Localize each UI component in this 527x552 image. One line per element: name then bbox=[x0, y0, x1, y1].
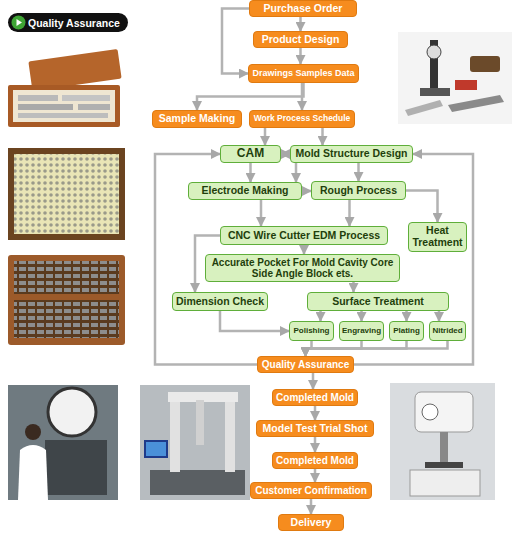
flow-arrow bbox=[321, 128, 324, 145]
flow-arrow bbox=[314, 469, 317, 482]
flow-arrow bbox=[197, 83, 304, 110]
box-label: Sample Making bbox=[159, 113, 235, 125]
stage-box: Completed Mold bbox=[272, 452, 358, 469]
flow-arrow bbox=[299, 17, 302, 31]
pin-gauge-photo bbox=[8, 148, 125, 240]
box-label: Purchase Order bbox=[264, 3, 343, 15]
stage-box: Customer Confirmation bbox=[250, 482, 372, 499]
box-label: Electrode Making bbox=[202, 185, 289, 197]
process-box: CAM bbox=[220, 145, 281, 163]
box-label: Accurate Pocket For Mold Cavity Core Sid… bbox=[208, 257, 397, 279]
flow-arrow bbox=[310, 499, 313, 514]
instrument-photo bbox=[398, 32, 512, 124]
box-label: Polishing bbox=[294, 327, 330, 336]
flow-arrow bbox=[299, 48, 302, 64]
box-label: Mold Structure Design bbox=[295, 148, 407, 160]
process-box: Nitrided bbox=[429, 321, 466, 341]
stage-box: Product Design bbox=[253, 31, 348, 48]
process-box: Surface Treatment bbox=[307, 292, 449, 311]
flow-arrow bbox=[249, 163, 252, 182]
box-label: Product Design bbox=[262, 34, 340, 46]
hardness-tester-photo bbox=[390, 383, 495, 500]
box-label: Surface Treatment bbox=[332, 296, 424, 308]
flow-arrow bbox=[295, 163, 298, 182]
box-label: CAM bbox=[237, 147, 264, 160]
flow-arrow bbox=[222, 9, 249, 74]
gauge-set-photo bbox=[8, 255, 125, 345]
flow-arrow bbox=[360, 311, 363, 321]
box-label: Completed Mold bbox=[276, 392, 354, 403]
box-label: Dimension Check bbox=[176, 296, 264, 308]
flow-arrow bbox=[303, 245, 306, 254]
flow-arrow bbox=[281, 153, 290, 156]
cmm-photo bbox=[140, 385, 250, 500]
box-label: Work Process Schedule bbox=[254, 114, 351, 123]
flow-arrow bbox=[352, 282, 355, 292]
flow-arrow bbox=[348, 200, 351, 226]
box-label: Completed Mold bbox=[276, 455, 354, 466]
flow-arrow bbox=[260, 200, 263, 226]
box-label: Customer Confirmation bbox=[255, 485, 367, 496]
flow-arrow bbox=[357, 163, 360, 181]
process-box: Heat Treatment bbox=[408, 222, 467, 252]
flow-arrow bbox=[406, 191, 438, 223]
process-box: Engraving bbox=[339, 321, 384, 341]
stage-box: Quality Assurance bbox=[257, 356, 354, 373]
process-box: Dimension Check bbox=[172, 292, 268, 311]
flow-arrow bbox=[306, 341, 448, 356]
stage-box: Work Process Schedule bbox=[249, 110, 355, 128]
stage-box: Completed Mold bbox=[272, 389, 358, 406]
flow-arrow bbox=[438, 311, 441, 321]
title-text: Quality Assurance bbox=[28, 17, 120, 29]
flow-arrow bbox=[314, 406, 317, 420]
flow-arrow bbox=[314, 437, 317, 452]
flow-arrow bbox=[301, 83, 304, 110]
box-label: Plating bbox=[393, 327, 420, 336]
process-box: Accurate Pocket For Mold Cavity Core Sid… bbox=[205, 254, 400, 282]
box-label: CNC Wire Cutter EDM Process bbox=[228, 230, 380, 242]
process-box: Mold Structure Design bbox=[290, 145, 413, 163]
stage-box: Delivery bbox=[278, 514, 344, 531]
flow-arrow bbox=[220, 311, 289, 331]
process-box: Plating bbox=[389, 321, 424, 341]
flow-arrow bbox=[264, 128, 267, 145]
box-label: Delivery bbox=[291, 517, 332, 529]
flow-arrow bbox=[302, 190, 311, 193]
box-label: Nitrided bbox=[432, 327, 462, 336]
flow-arrow bbox=[312, 373, 315, 389]
flow-arrow bbox=[405, 311, 408, 321]
box-label: Drawings Samples Data bbox=[252, 69, 354, 79]
process-box: Rough Process bbox=[311, 181, 406, 200]
process-box: Polishing bbox=[289, 321, 334, 341]
box-label: Rough Process bbox=[320, 185, 397, 197]
projector-photo bbox=[8, 385, 118, 500]
gauge-block-photo bbox=[8, 49, 122, 127]
title-pill: Quality Assurance bbox=[8, 13, 128, 32]
box-label: Model Test Trial Shot bbox=[263, 423, 368, 435]
play-icon bbox=[11, 15, 26, 30]
box-label: Heat Treatment bbox=[411, 225, 464, 248]
process-box: Electrode Making bbox=[188, 182, 302, 200]
stage-box: Model Test Trial Shot bbox=[256, 420, 374, 437]
box-label: Quality Assurance bbox=[262, 359, 349, 370]
box-label: Engraving bbox=[342, 327, 381, 336]
stage-box: Sample Making bbox=[152, 110, 242, 128]
stage-box: Drawings Samples Data bbox=[248, 64, 359, 83]
process-box: CNC Wire Cutter EDM Process bbox=[220, 226, 388, 245]
stage-box: Purchase Order bbox=[249, 0, 357, 17]
flow-arrow bbox=[319, 311, 322, 321]
